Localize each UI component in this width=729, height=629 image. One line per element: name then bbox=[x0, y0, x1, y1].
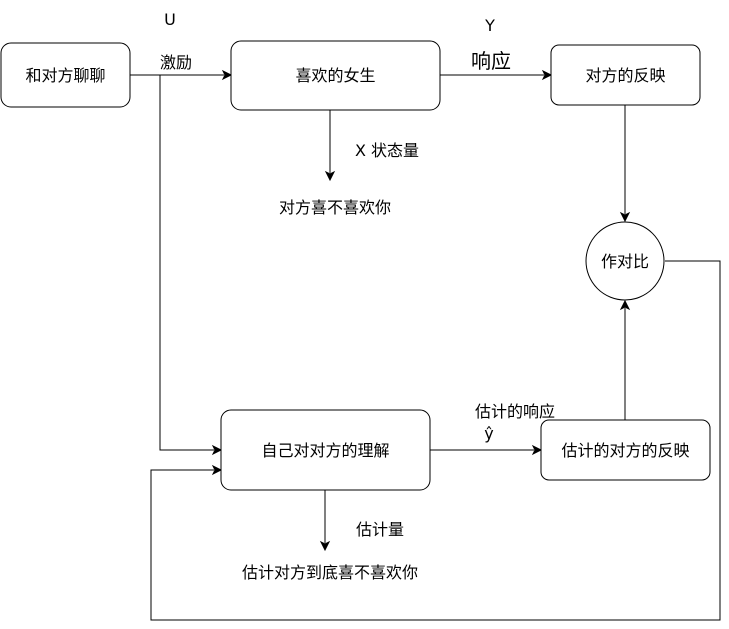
arrowhead-icon bbox=[211, 444, 223, 456]
arrowhead-icon bbox=[221, 69, 233, 81]
estimated-response-label: 估计的响应 bbox=[475, 402, 555, 421]
node-understanding[interactable]: 自己对对方的理解 bbox=[220, 409, 431, 491]
arrowhead-icon bbox=[541, 69, 553, 81]
node-girl[interactable]: 喜欢的女生 bbox=[230, 40, 441, 111]
edge-compare-feedback bbox=[150, 260, 721, 621]
node-chat-label: 和对方聊聊 bbox=[25, 66, 105, 85]
arrowhead-icon bbox=[211, 464, 223, 476]
state-label: X 状态量 bbox=[355, 141, 419, 160]
stimulus-label: 激励 bbox=[160, 53, 192, 72]
arrowhead-icon bbox=[324, 170, 336, 182]
node-girl-label: 喜欢的女生 bbox=[295, 66, 375, 85]
node-understanding-label: 自己对对方的理解 bbox=[261, 441, 389, 460]
y-hat-label: ŷ bbox=[484, 424, 493, 443]
node-compare-label: 作对比 bbox=[601, 252, 649, 271]
edge-stimulus-to-understanding bbox=[159, 75, 214, 451]
arrowhead-icon bbox=[319, 540, 331, 552]
estimate-meaning-label: 估计对方到底喜不喜欢你 bbox=[242, 563, 418, 582]
y-symbol-label: Y bbox=[484, 16, 495, 35]
estimate-label: 估计量 bbox=[356, 520, 404, 539]
node-reaction[interactable]: 对方的反映 bbox=[550, 44, 701, 106]
arrowhead-icon bbox=[619, 211, 631, 223]
arrowhead-icon bbox=[531, 444, 543, 456]
node-compare[interactable]: 作对比 bbox=[585, 221, 665, 301]
u-symbol-label: U bbox=[164, 10, 176, 29]
state-meaning-label: 对方喜不喜欢你 bbox=[279, 198, 391, 217]
node-estimated-reaction-label: 估计的对方的反映 bbox=[561, 441, 689, 460]
node-reaction-label: 对方的反映 bbox=[585, 66, 665, 85]
node-estimated-reaction[interactable]: 估计的对方的反映 bbox=[540, 419, 711, 481]
arrowhead-icon bbox=[619, 299, 631, 311]
response-label: 响应 bbox=[471, 49, 511, 73]
node-chat[interactable]: 和对方聊聊 bbox=[0, 42, 131, 108]
